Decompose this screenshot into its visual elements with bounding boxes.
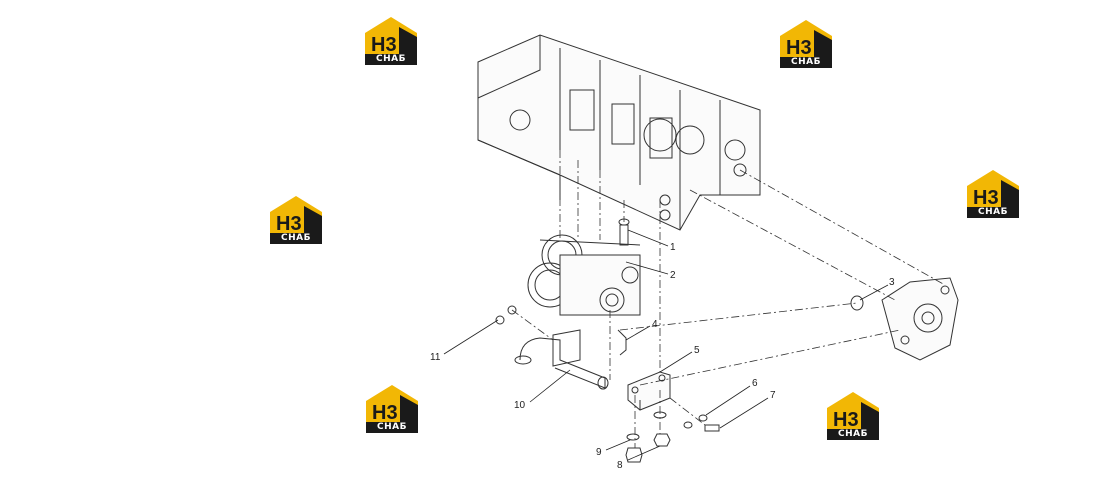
brand-word: СНАБ [365,54,417,65]
brand-word: СНАБ [967,207,1019,218]
callout-4: 4 [652,319,658,330]
brand-mark: Н3 [973,187,999,208]
part-9-washer [626,433,640,441]
assembly-lines [511,150,946,448]
part-8-nut [625,433,671,463]
part-6-washer [683,414,708,429]
brand-logo-watermark: Н3 СНАБ [270,196,322,244]
brand-word: СНАБ [270,233,322,244]
house-roof-icon: Н3 [780,20,832,58]
brand-mark: Н3 [372,402,398,423]
front-cover-housing [881,277,959,361]
brand-logo-watermark: Н3 СНАБ [827,392,879,440]
callout-2: 2 [670,270,676,281]
part-7-bolt [704,424,720,432]
callout-6: 6 [752,378,758,389]
callout-7: 7 [770,390,776,401]
brand-mark: Н3 [786,37,812,58]
house-roof-icon: Н3 [365,17,417,55]
part-5-bracket [627,371,671,411]
callout-5: 5 [694,345,700,356]
house-roof-icon: Н3 [827,392,879,430]
brand-mark: Н3 [833,409,859,430]
brand-logo-watermark: Н3 СНАБ [366,385,418,433]
callout-8: 8 [617,460,623,471]
callout-3: 3 [889,277,895,288]
brand-word: СНАБ [780,57,832,68]
part-11-nut [495,305,517,325]
part-3-seal-ring [850,295,864,311]
house-roof-icon: Н3 [270,196,322,234]
brand-logo-watermark: Н3 СНАБ [365,17,417,65]
house-roof-icon: Н3 [366,385,418,423]
brand-logo-watermark: Н3 СНАБ [780,20,832,68]
house-roof-icon: Н3 [967,170,1019,208]
part-4-sensor [617,329,627,356]
callout-9: 9 [596,447,602,458]
part-10-suction-pipe [514,329,609,390]
callout-10: 10 [514,400,526,411]
callout-1: 1 [670,242,676,253]
brand-word: СНАБ [827,429,879,440]
engine-block [477,34,761,231]
brand-word: СНАБ [366,422,418,433]
oil-pump-assembly [527,234,641,316]
leader-lines [443,229,889,461]
callout-11: 11 [430,352,441,363]
brand-mark: Н3 [371,34,397,55]
part-1-fitting [618,218,630,246]
brand-mark: Н3 [276,213,302,234]
brand-logo-watermark: Н3 СНАБ [967,170,1019,218]
